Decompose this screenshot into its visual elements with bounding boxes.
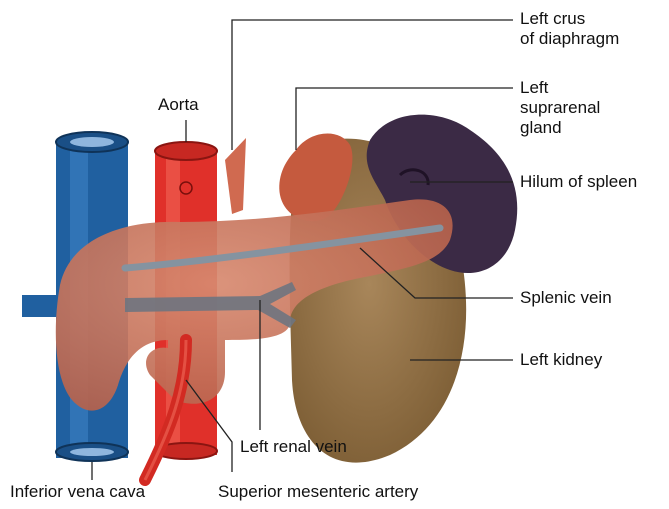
- label-left-renal-vein: Left renal vein: [240, 437, 347, 457]
- label-left-suprarenal-line2: suprarenal: [520, 98, 600, 118]
- leader-left-crus: [232, 20, 513, 150]
- label-splenic-vein: Splenic vein: [520, 288, 612, 308]
- label-left-suprarenal: Left suprarenal gland: [520, 78, 600, 138]
- label-aorta: Aorta: [158, 95, 199, 115]
- label-left-crus-line1: Left crus: [520, 9, 619, 29]
- label-left-suprarenal-line3: gland: [520, 118, 600, 138]
- label-superior-mesenteric-artery: Superior mesenteric artery: [218, 482, 418, 502]
- label-left-suprarenal-line1: Left: [520, 78, 600, 98]
- label-inferior-vena-cava: Inferior vena cava: [10, 482, 145, 502]
- label-left-crus: Left crus of diaphragm: [520, 9, 619, 49]
- label-left-kidney: Left kidney: [520, 350, 602, 370]
- label-left-crus-line2: of diaphragm: [520, 29, 619, 49]
- left-crus-of-diaphragm: [225, 138, 246, 214]
- label-hilum-of-spleen: Hilum of spleen: [520, 172, 637, 192]
